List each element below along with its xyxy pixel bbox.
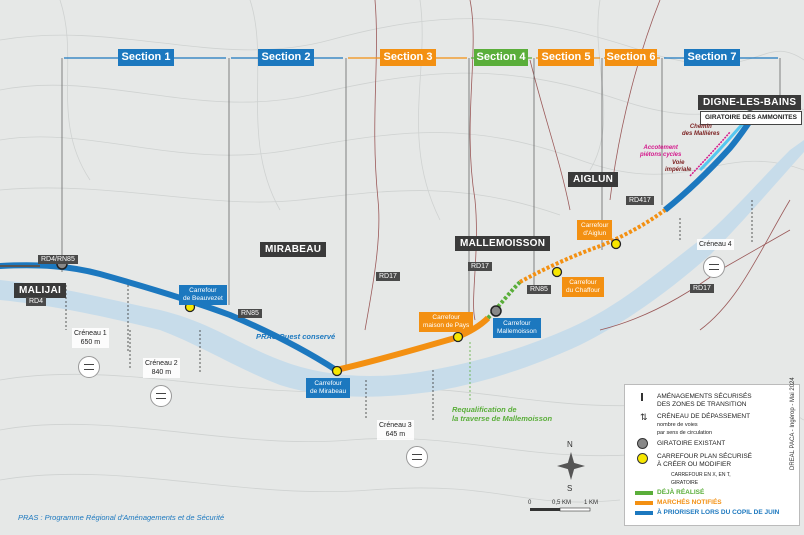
carrefour-aiglun bbox=[610, 238, 622, 250]
road-rd17-a: RD17 bbox=[376, 272, 400, 281]
section-1-label: Section 1 bbox=[118, 49, 174, 66]
section-6-label: Section 6 bbox=[605, 49, 657, 66]
note-accotement: Accotement piétons cycles bbox=[640, 145, 682, 158]
route-orange-section3 bbox=[335, 315, 491, 373]
callout-chaffour: Carrefour du Chaffour bbox=[562, 277, 604, 297]
section-3-label: Section 3 bbox=[380, 49, 436, 66]
road-rn85-a: RN85 bbox=[238, 309, 262, 318]
road-rd4-rn85: RD4/RN85 bbox=[38, 255, 78, 264]
legend-prioriser-text: À PRIORISER LORS DU COPIL DE JUIN bbox=[657, 509, 780, 516]
route-blue-west bbox=[0, 262, 339, 373]
creneau-1: Créneau 1 650 m bbox=[72, 328, 109, 348]
lanes-icon-1 bbox=[78, 356, 100, 378]
legend-green-bar bbox=[635, 491, 653, 495]
note-pras-ouest: PRAS Ouest conservé bbox=[256, 332, 336, 341]
place-malijai: MALIJAI bbox=[14, 283, 67, 298]
scale-bar bbox=[530, 507, 591, 512]
note-requalification: Requalification de la traverse de Mallem… bbox=[452, 405, 553, 423]
route-orange-section5-6 bbox=[519, 208, 667, 284]
route-blue-section7 bbox=[663, 116, 755, 213]
scale-one: 1 KM bbox=[584, 500, 599, 506]
lanes-icon-3 bbox=[406, 446, 428, 468]
river bbox=[0, 140, 804, 397]
legend-panel: AMÉNAGEMENTS SÉCURISÉS DES ZONES DE TRAN… bbox=[624, 384, 800, 526]
legend-orange-bar bbox=[635, 501, 653, 505]
legend-giratoire-text: GIRATOIRE EXISTANT bbox=[657, 440, 726, 447]
credit-text: DREAL PACA - Ingérop - Mai 2024 bbox=[790, 377, 796, 470]
route-magenta-accotement bbox=[689, 131, 731, 177]
callout-beauvezet: Carrefour de Beauvezet bbox=[179, 285, 227, 305]
scale-half: 0,5 KM bbox=[552, 500, 572, 506]
carrefour-maison-pays bbox=[452, 331, 464, 343]
creneau-4: Créneau 4 bbox=[697, 239, 734, 250]
legend-amenagements-text: AMÉNAGEMENTS SÉCURISÉS DES ZONES DE TRAN… bbox=[657, 393, 752, 408]
compass-s: S bbox=[567, 484, 573, 493]
lanes-icon-4 bbox=[703, 256, 725, 278]
legend-creneau-sub-text: nombre de voies par sens de circulation bbox=[657, 422, 713, 436]
giratoire-mallemoisson bbox=[490, 305, 502, 317]
note-chemin-mallieres: Chemin des Mallières bbox=[682, 124, 720, 137]
relief-contours bbox=[0, 0, 804, 503]
legend-carrefour-icon bbox=[637, 453, 648, 464]
secondary-roads bbox=[364, 0, 791, 331]
section-dividers bbox=[61, 58, 781, 368]
place-mirabeau: MIRABEAU bbox=[260, 242, 327, 257]
legend-lanes-icon: ⇅ bbox=[640, 412, 648, 422]
compass-n: N bbox=[567, 440, 573, 449]
lanes-icon-2 bbox=[150, 385, 172, 407]
callout-mallemoisson: Carrefour Mallemoisson bbox=[493, 318, 541, 338]
legend-giratoire-icon bbox=[637, 438, 648, 449]
callout-giratoire-ammonites: GIRATOIRE DES AMMONITES bbox=[700, 111, 802, 125]
section-7-label: Section 7 bbox=[684, 49, 740, 66]
compass: N S bbox=[556, 440, 586, 496]
footnote-pras: PRAS : Programme Régional d'Aménagements… bbox=[18, 513, 225, 522]
compass-rose bbox=[557, 452, 585, 480]
legend-marches-text: MARCHÉS NOTIFIÉS bbox=[657, 499, 722, 506]
place-aiglun: AIGLUN bbox=[568, 172, 619, 187]
creneau-markers bbox=[65, 200, 753, 422]
road-rn85-b: RN85 bbox=[527, 285, 551, 294]
legend-dash-icon bbox=[641, 393, 653, 401]
legend-carrefour-sub-text: CARREFOUR EN X, EN T, GIRATOIRE bbox=[671, 472, 731, 486]
legend-deja-text: DÉJÀ RÉALISÉ bbox=[657, 489, 705, 496]
creneau-3: Créneau 3 645 m bbox=[377, 420, 414, 440]
note-voie-imperiale: Voie impériale bbox=[665, 160, 692, 173]
carrefour-mirabeau bbox=[331, 365, 343, 377]
creneau-2: Créneau 2 840 m bbox=[143, 358, 180, 378]
carrefour-chaffour bbox=[551, 266, 563, 278]
route-green-section4 bbox=[486, 280, 522, 320]
callout-mirabeau: Carrefour de Mirabeau bbox=[306, 378, 351, 398]
road-rd4: RD4 bbox=[26, 297, 47, 306]
place-digne: DIGNE-LES-BAINS bbox=[698, 95, 802, 110]
legend-creneau-text: CRÉNEAU DE DÉPASSEMENT bbox=[657, 413, 751, 420]
section-2-label: Section 2 bbox=[258, 49, 314, 66]
legend-blue-bar bbox=[635, 511, 653, 515]
callout-aiglun: Carrefour d'Aiglun bbox=[577, 220, 613, 240]
place-mallemoisson: MALLEMOISSON bbox=[455, 236, 551, 251]
road-rd17-c: RD17 bbox=[690, 284, 714, 293]
legend-carrefour-text: CARREFOUR PLAN SÉCURISÉ À CRÉER OU MODIF… bbox=[657, 453, 752, 468]
section-4-label: Section 4 bbox=[474, 49, 528, 66]
scale-zero: 0 bbox=[528, 500, 532, 506]
callout-maison-pays: Carrefour maison de Pays bbox=[419, 312, 474, 332]
road-rd17-b: RD17 bbox=[468, 262, 492, 271]
road-rd417: RD417 bbox=[626, 196, 654, 205]
section-5-label: Section 5 bbox=[538, 49, 594, 66]
